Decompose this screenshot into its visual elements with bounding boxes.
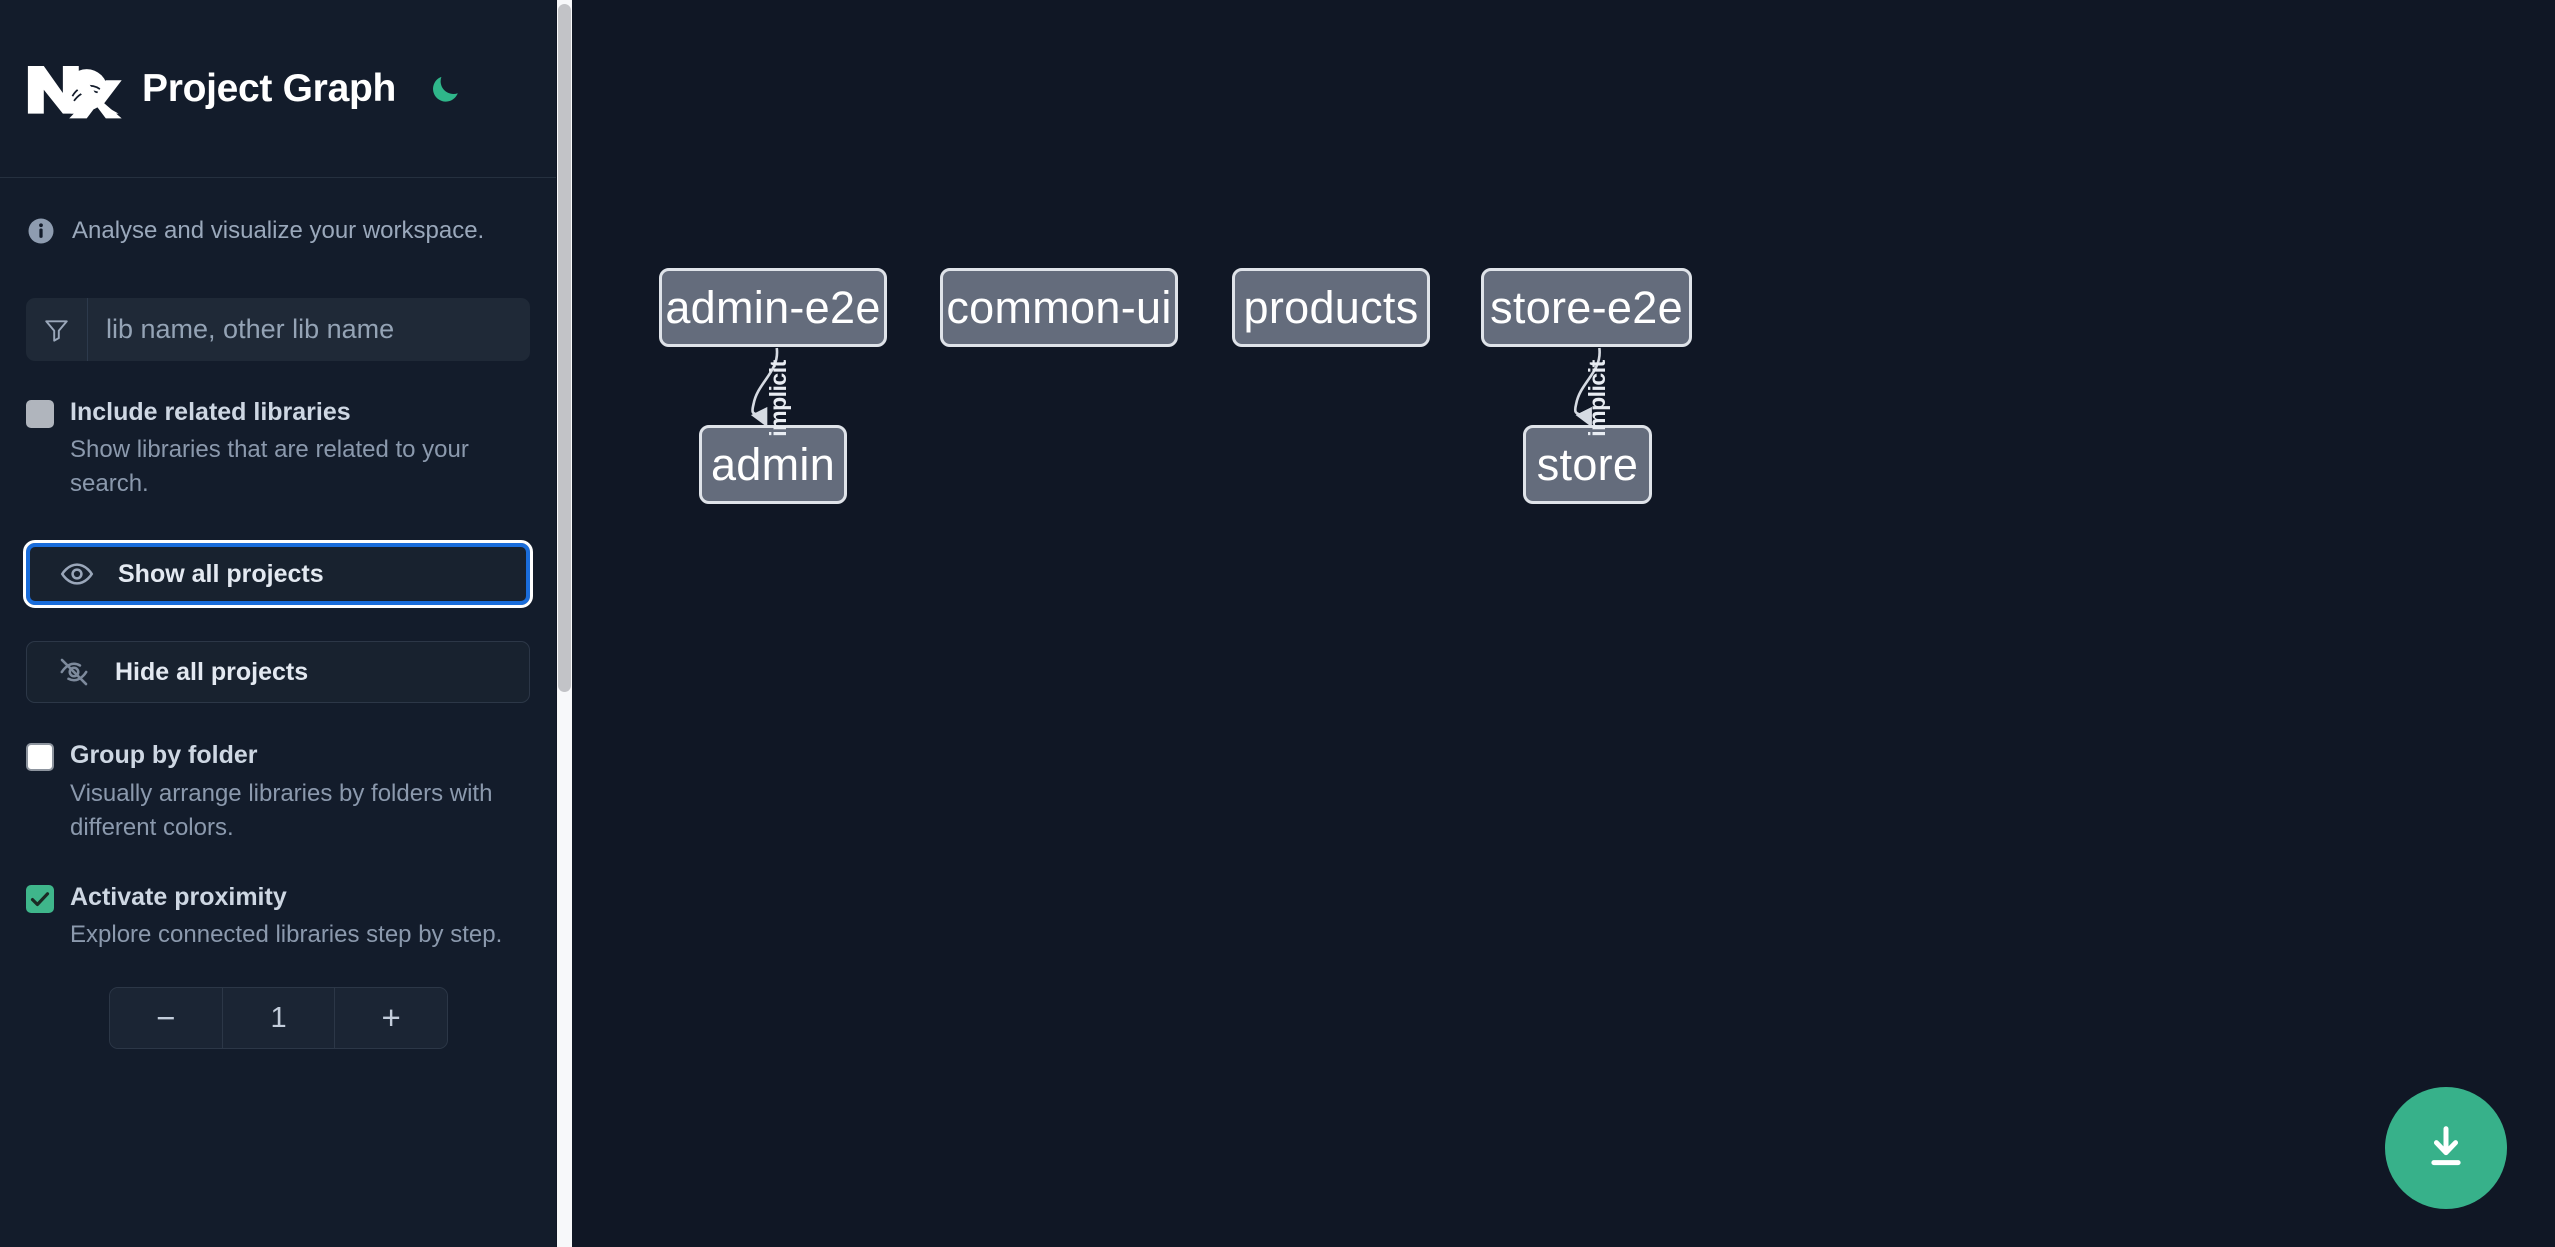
graph-node-admin-e2e[interactable]: admin-e2e bbox=[659, 268, 887, 347]
option-activate-proximity[interactable]: Activate proximity Explore connected lib… bbox=[0, 879, 556, 952]
filter-input[interactable] bbox=[88, 298, 530, 361]
option-group-by-folder[interactable]: Group by folder Visually arrange librari… bbox=[0, 737, 556, 844]
graph-node-admin[interactable]: admin bbox=[699, 425, 847, 504]
funnel-icon bbox=[26, 298, 88, 361]
graph-node-label: products bbox=[1243, 281, 1419, 333]
workspace-info-text: Analyse and visualize your workspace. bbox=[72, 217, 485, 244]
graph-node-label: store-e2e bbox=[1490, 281, 1683, 333]
graph-node-label: store bbox=[1536, 438, 1639, 490]
sidebar-scrollbar[interactable] bbox=[557, 0, 572, 1247]
option-body: Activate proximity Explore connected lib… bbox=[70, 879, 502, 952]
group-by-folder-label: Group by folder bbox=[70, 741, 258, 770]
graph-node-common-ui[interactable]: common-ui bbox=[940, 268, 1178, 347]
page-title: Project Graph bbox=[142, 66, 396, 110]
proximity-stepper[interactable]: − 1 + bbox=[109, 987, 448, 1050]
option-include-related-libraries[interactable]: Include related libraries Show libraries… bbox=[0, 394, 556, 501]
graph-edges bbox=[750, 347, 1601, 428]
nx-logo-icon bbox=[26, 58, 122, 120]
group-by-folder-checkbox[interactable] bbox=[26, 743, 54, 772]
show-all-projects-label: Show all projects bbox=[118, 559, 324, 588]
workspace-info: Analyse and visualize your workspace. bbox=[0, 178, 556, 246]
include-related-label: Include related libraries bbox=[70, 398, 351, 426]
hide-all-projects-button[interactable]: Hide all projects bbox=[26, 641, 530, 704]
graph-node-label: admin bbox=[710, 438, 836, 490]
activate-proximity-description: Explore connected libraries step by step… bbox=[70, 921, 503, 949]
graph-node-store[interactable]: store bbox=[1523, 425, 1652, 504]
show-all-projects-button[interactable]: Show all projects bbox=[23, 540, 533, 609]
sidebar-header: Project Graph bbox=[0, 0, 556, 178]
graph-node-label: admin-e2e bbox=[665, 281, 881, 333]
download-graph-button[interactable] bbox=[2385, 1087, 2507, 1209]
option-body: Group by folder Visually arrange librari… bbox=[70, 737, 512, 844]
option-body: Include related libraries Show libraries… bbox=[70, 394, 512, 501]
activate-proximity-checkbox[interactable] bbox=[26, 884, 54, 913]
hide-all-projects-label: Hide all projects bbox=[115, 657, 309, 686]
proximity-value: 1 bbox=[221, 988, 336, 1049]
group-by-folder-description: Visually arrange libraries by folders wi… bbox=[70, 779, 493, 841]
activate-proximity-label: Activate proximity bbox=[70, 882, 287, 911]
sidebar-scrollbar-thumb[interactable] bbox=[558, 4, 571, 692]
info-circle-icon bbox=[26, 216, 56, 246]
moon-icon[interactable] bbox=[426, 70, 464, 108]
graph-canvas[interactable]: admin-e2e common-ui products store-e2e admin… bbox=[556, 0, 2555, 1247]
include-related-checkbox[interactable] bbox=[26, 400, 54, 428]
graph-node-store-e2e[interactable]: store-e2e bbox=[1481, 268, 1692, 347]
sidebar: Project Graph Analyse and visualize your… bbox=[0, 0, 556, 1247]
proximity-decrement-button[interactable]: − bbox=[110, 988, 222, 1049]
eye-slash-icon bbox=[57, 655, 91, 689]
graph-node-products[interactable]: products bbox=[1232, 268, 1430, 347]
edge-label-store-e2e-store: implicit bbox=[1583, 360, 1610, 437]
eye-icon bbox=[60, 557, 94, 591]
filter-search-box[interactable] bbox=[26, 298, 530, 361]
proximity-increment-button[interactable]: + bbox=[335, 988, 447, 1049]
download-icon bbox=[2420, 1121, 2472, 1176]
include-related-description: Show libraries that are related to your … bbox=[70, 436, 469, 498]
edge-label-admin-e2e-admin: implicit bbox=[764, 360, 791, 437]
graph-node-label: common-ui bbox=[946, 281, 1172, 333]
